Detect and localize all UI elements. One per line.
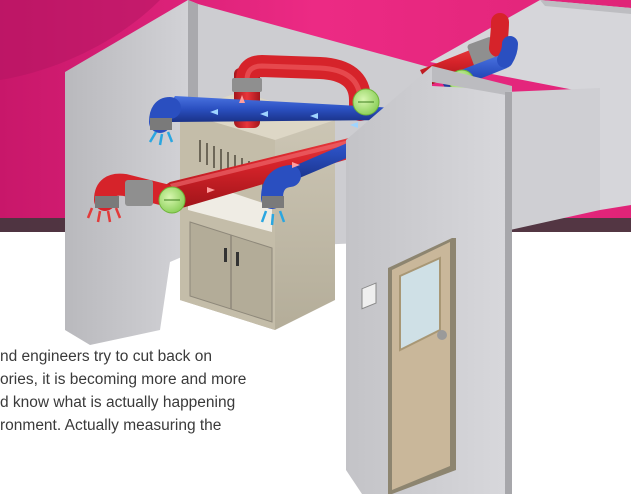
article-line-1: nd engineers try to cut back on xyxy=(0,345,212,369)
article-line-2: ories, it is becoming more and more xyxy=(0,368,246,392)
article-text: nd engineers try to cut back on ories, i… xyxy=(0,339,400,494)
fume-hood xyxy=(180,92,335,330)
article-line-4: ronment. Actually measuring the xyxy=(0,414,221,438)
article-line-3: d know what is actually happening xyxy=(0,391,235,415)
door-knob xyxy=(437,330,447,340)
